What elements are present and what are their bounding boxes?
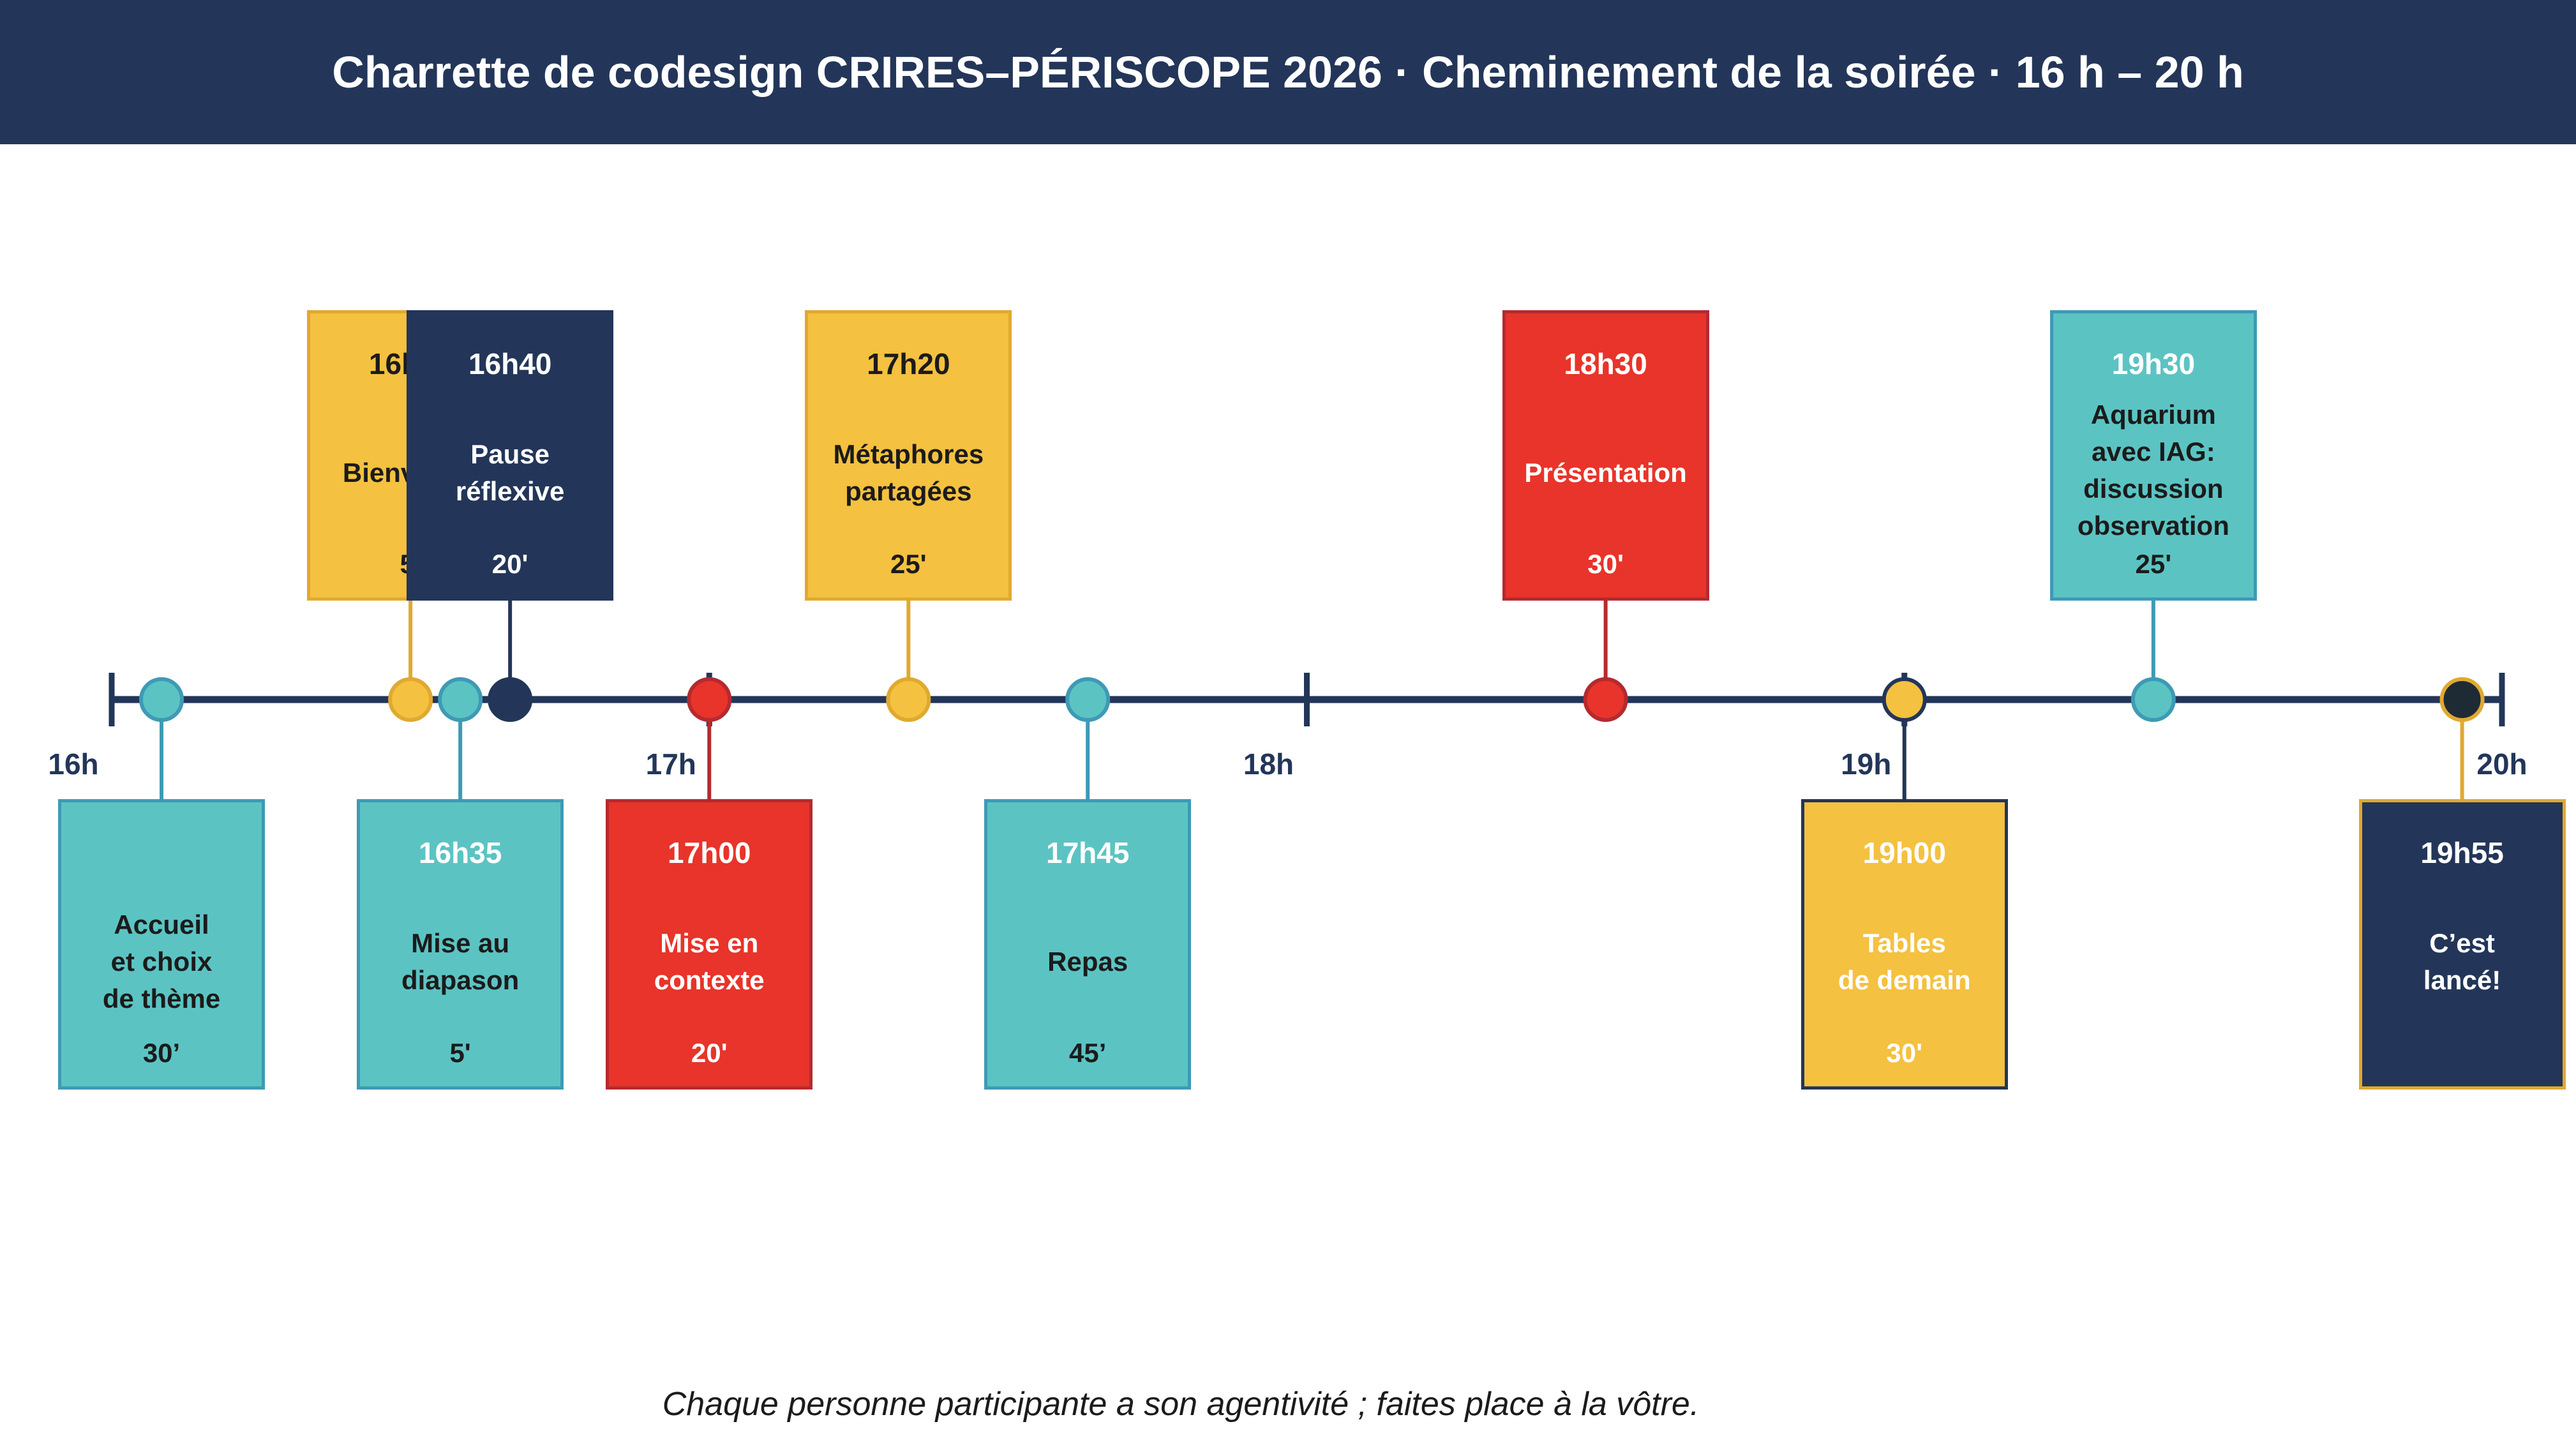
event-duration: 5' [449,1038,471,1068]
event-duration: 25' [2135,549,2172,579]
event-label: Pause réflexive [455,439,565,506]
event-duration: 25' [890,549,927,579]
event-duration: 20' [691,1038,728,1068]
event-label: Mise en contexte [654,928,765,995]
hour-label: 16h [48,747,99,781]
event-duration: 30' [1587,549,1624,579]
event-label: C’est lancé! [2423,928,2501,995]
event-duration: 30’ [142,1038,181,1068]
event-time: 19h00 [1862,836,1946,869]
event-marker [2439,677,2485,722]
hour-label: 20h [2476,747,2527,781]
event-label: Mise au diapason [401,928,520,995]
event-time: 19h30 [2111,347,2196,380]
event-label: Présentation [1524,458,1687,488]
event-marker [388,677,433,722]
event-time: 17h45 [1045,836,1130,869]
event-duration: 45’ [1069,1038,1107,1068]
event-label: Aquarium avec IAG: discussion observatio… [2077,400,2229,541]
event-marker [2130,677,2176,722]
hour-label: 18h [1243,747,1294,781]
event-label: Tables de demain [1838,928,1971,995]
page-title: Charrette de codesign CRIRES–PÉRISCOPE 2… [332,47,2244,97]
event-duration: 30' [1886,1038,1923,1068]
event-marker [488,677,533,722]
event-marker [687,677,732,722]
header-banner: Charrette de codesign CRIRES–PÉRISCOPE 2… [0,0,2576,144]
event-time: 17h00 [668,836,751,869]
event-label: Repas [1047,947,1128,977]
footer-note: Chaque personne participante a son agent… [662,1386,1700,1423]
event-marker [139,677,184,722]
hour-label: 19h [1841,747,1892,781]
event-duration: 20' [491,549,528,579]
event-time: 16h35 [418,836,502,869]
event-label: Accueil et choix de thème [102,910,221,1014]
hour-label: 17h [645,747,696,781]
event-marker [1065,677,1111,722]
event-time: 16h40 [468,347,552,380]
event-marker [886,677,931,722]
event-marker [1583,677,1628,722]
event-marker [438,677,483,722]
event-time: 19h55 [2420,836,2504,869]
event-time: 18h30 [1564,347,1647,380]
event-box-accueil: Accueil et choix de thème 30’ [58,799,266,1090]
event-time: 17h20 [867,347,950,380]
event-label: Métaphores partagées [833,439,984,506]
event-marker [1882,677,1927,722]
